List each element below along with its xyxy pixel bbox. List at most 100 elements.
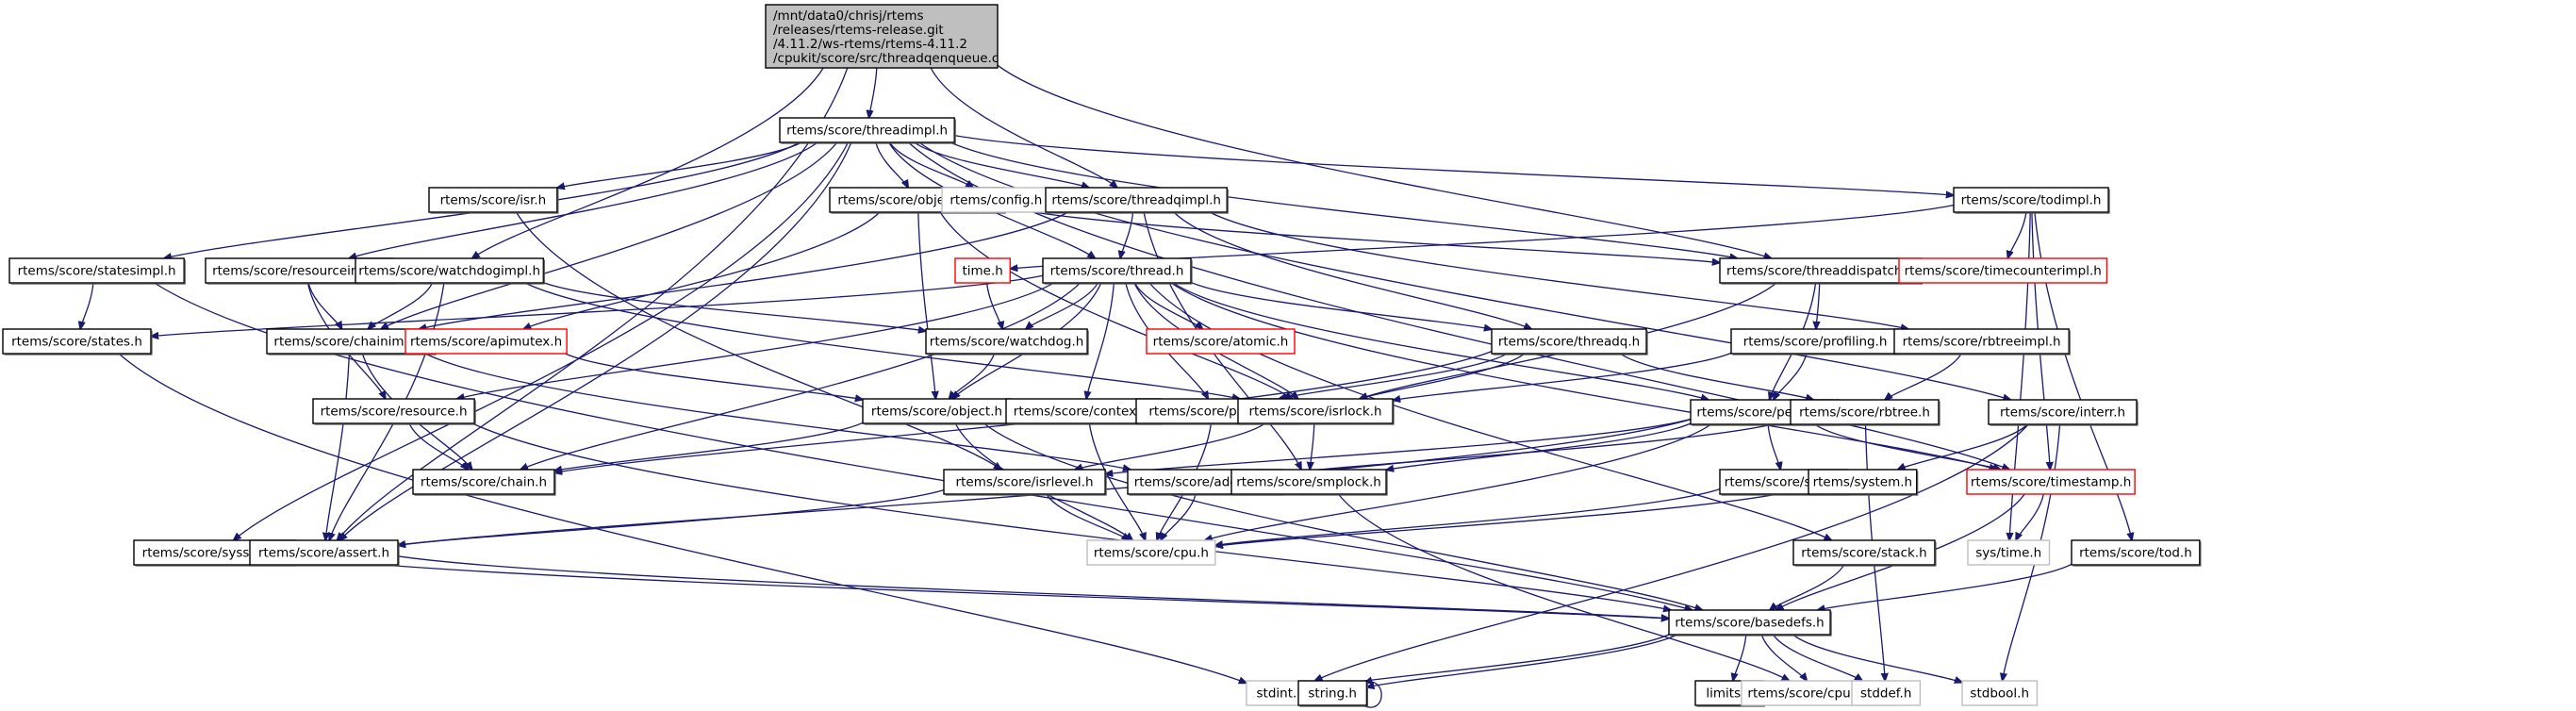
node-profiling[interactable]: rtems/score/profiling.h <box>1730 328 1901 356</box>
node-box <box>405 328 568 355</box>
node-box <box>8 257 185 284</box>
node-string[interactable]: string.h <box>1297 680 1368 707</box>
node-stack[interactable]: rtems/score/stack.h <box>1792 539 1937 567</box>
edge-isr-to-isrlevel <box>515 211 1001 470</box>
node-thread[interactable]: rtems/score/thread.h <box>1042 257 1193 285</box>
node-threadq[interactable]: rtems/score/threadq.h <box>1491 328 1648 356</box>
node-watchdogimpl[interactable]: rtems/score/watchdogimpl.h <box>355 257 545 285</box>
node-label: rtems/score/atomic.h <box>1153 335 1289 350</box>
node-threadimpl[interactable]: rtems/score/threadimpl.h <box>779 117 956 144</box>
node-system[interactable]: rtems/system.h <box>1808 469 1919 496</box>
node-context[interactable]: rtems/score/context.h <box>1005 398 1163 425</box>
edge-basedefs-to-limits <box>1733 634 1747 681</box>
node-isrlevel[interactable]: rtems/score/isrlevel.h <box>943 469 1107 496</box>
node-box <box>1086 539 1216 566</box>
node-label: stdint.h <box>1257 686 1305 702</box>
edge-threadimpl-to-threaddispatch <box>949 141 1738 258</box>
node-box <box>1045 187 1228 213</box>
edge-rbtreeimpl-to-rbtree <box>1885 353 1962 400</box>
edge-threaddispatch-to-profiling <box>1816 282 1820 329</box>
edge-basedefs-to-cpuopts <box>1760 634 1807 681</box>
edge-rbtree-to-address <box>1282 419 1792 473</box>
edge-isrlock-to-isrlevel <box>1075 422 1265 470</box>
edge-resourceimpl-to-chainimpl <box>307 282 342 329</box>
node-isr[interactable]: rtems/score/isr.h <box>428 187 559 214</box>
node-isrlock[interactable]: rtems/score/isrlock.h <box>1237 398 1395 425</box>
node-threadqimpl[interactable]: rtems/score/threadqimpl.h <box>1045 187 1229 214</box>
edge-profiling-to-percpu <box>1774 353 1808 400</box>
node-shadow <box>927 330 1089 356</box>
node-label: rtems/score/todimpl.h <box>1961 193 2102 208</box>
node-root-file[interactable]: /mnt/data0/chrisj/rtems/releases/rtems-r… <box>765 4 999 69</box>
edge-assert-to-basedefs <box>397 555 1669 619</box>
node-label: rtems/score/profiling.h <box>1743 335 1888 350</box>
node-watchdog[interactable]: rtems/score/watchdog.h <box>925 328 1089 356</box>
node-cpu[interactable]: rtems/score/cpu.h <box>1086 539 1216 566</box>
node-timeh[interactable]: time.h <box>954 257 1011 284</box>
node-threaddispatch[interactable]: rtems/score/threaddispatch.h <box>1719 257 1923 285</box>
node-label-line: /releases/rtems-release.git <box>773 23 944 38</box>
node-apimutex[interactable]: rtems/score/apimutex.h <box>405 328 568 355</box>
node-stdbool[interactable]: stdbool.h <box>1961 680 2039 706</box>
node-tod[interactable]: rtems/score/tod.h <box>2071 539 2202 567</box>
edge-rbtree-to-stddef <box>1864 423 1886 681</box>
edge-basedefs-to-stdbool <box>1792 634 1963 683</box>
node-label: stddef.h <box>1860 686 1911 702</box>
node-rbtree[interactable]: rtems/score/rbtree.h <box>1790 399 1940 426</box>
edge-thread-to-threadq <box>1190 281 1492 329</box>
node-object[interactable]: rtems/score/object.h <box>862 398 1013 425</box>
node-box <box>765 4 999 69</box>
node-shadow <box>1895 330 2071 356</box>
node-states[interactable]: rtems/score/states.h <box>2 328 153 356</box>
node-label-line: /cpukit/score/src/threadqenqueue.c <box>773 51 999 66</box>
node-shadow <box>314 400 476 425</box>
node-shadow <box>2072 541 2202 567</box>
edge-root-to-threadimpl <box>869 67 878 118</box>
node-shadow <box>430 189 559 214</box>
node-interr[interactable]: rtems/score/interr.h <box>1988 399 2138 426</box>
node-label: rtems/score/watchdogimpl.h <box>358 264 540 279</box>
node-shadow <box>1232 471 1388 496</box>
node-box <box>954 257 1011 284</box>
node-label: rtems/score/threadimpl.h <box>786 124 948 139</box>
edge-timeh-to-watchdog <box>985 282 1003 329</box>
node-box <box>1230 469 1387 495</box>
edge-tod-to-basedefs <box>1818 563 2072 610</box>
edge-watchdog-to-object <box>949 353 996 399</box>
node-label: rtems/score/rbtreeimpl.h <box>1903 335 2061 350</box>
edge-thread-to-context <box>1086 282 1115 399</box>
node-basedefs[interactable]: rtems/score/basedefs.h <box>1668 609 1832 637</box>
node-resource[interactable]: rtems/score/resource.h <box>312 398 476 425</box>
node-label: rtems/score/tod.h <box>2079 546 2192 561</box>
node-rbtreeimpl[interactable]: rtems/score/rbtreeimpl.h <box>1893 328 2071 356</box>
node-box <box>2071 539 2201 566</box>
edge-percpu-to-timestamp <box>1814 423 2001 470</box>
node-smplock[interactable]: rtems/score/smplock.h <box>1230 469 1388 496</box>
node-label: rtems/score/basedefs.h <box>1675 616 1824 631</box>
node-sysstate[interactable]: rtems/score/sysstate.h <box>133 539 297 567</box>
node-assert[interactable]: rtems/score/assert.h <box>249 539 400 567</box>
edge-todimpl-to-timestamp <box>2031 211 2050 470</box>
node-box <box>1042 257 1192 284</box>
node-timecounterimpl[interactable]: rtems/score/timecounterimpl.h <box>1898 257 2108 284</box>
edge-thread-to-percpu <box>1172 282 1709 400</box>
node-atomic[interactable]: rtems/score/atomic.h <box>1146 328 1296 355</box>
node-systime[interactable]: sys/time.h <box>1967 539 2051 566</box>
edge-percpu-to-smp <box>1767 423 1780 470</box>
edge-context-to-cpu <box>1088 422 1145 540</box>
node-config[interactable]: rtems/config.h <box>941 187 1051 213</box>
edge-smp-to-cpu <box>1215 488 1721 546</box>
node-box <box>1719 257 1923 284</box>
node-stddef[interactable]: stddef.h <box>1851 680 1922 706</box>
edge-threadqimpl-to-rbtreeimpl <box>1209 211 1908 329</box>
node-chain[interactable]: rtems/score/chain.h <box>412 469 556 496</box>
node-shadow <box>414 471 556 496</box>
node-todimpl[interactable]: rtems/score/todimpl.h <box>1953 187 2110 214</box>
node-box <box>1146 328 1296 355</box>
node-label: rtems/score/timecounterimpl.h <box>1905 264 2102 279</box>
node-label: rtems/score/smplock.h <box>1236 475 1381 490</box>
node-statesimpl[interactable]: rtems/score/statesimpl.h <box>8 257 186 285</box>
node-timestamp[interactable]: rtems/score/timestamp.h <box>1966 469 2136 495</box>
node-label: rtems/score/resource.h <box>321 405 468 420</box>
